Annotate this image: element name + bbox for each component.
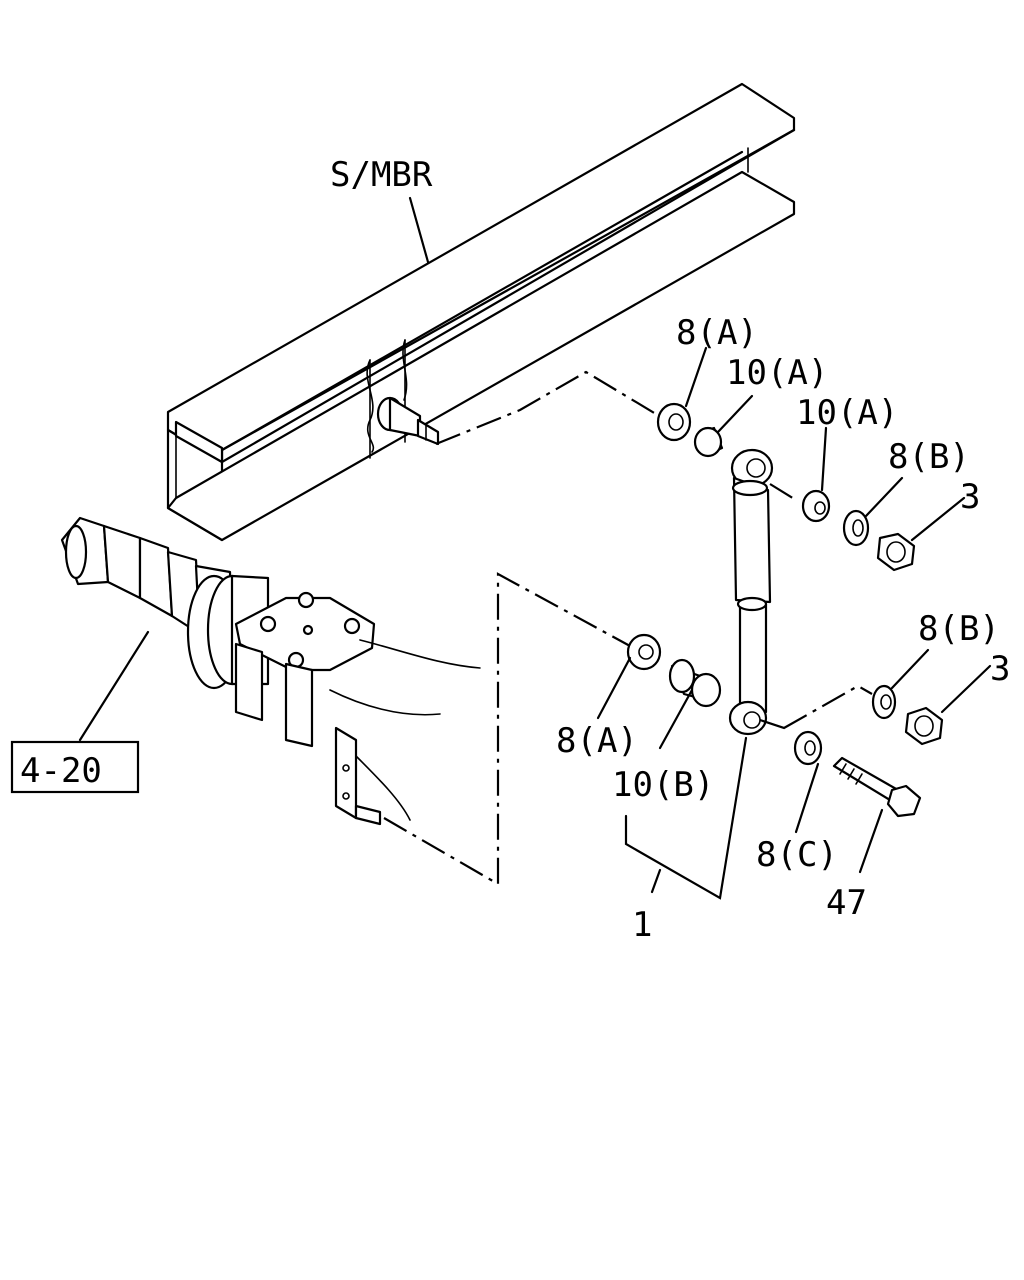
nut-3-lower xyxy=(904,706,944,746)
label-washer-8c: 8(C) xyxy=(756,835,838,875)
side-member-rail xyxy=(166,82,796,542)
reference-box-4-20: 4-20 xyxy=(10,740,140,794)
label-shock-absorber: 1 xyxy=(632,905,652,945)
label-bushing-10b: 10(B) xyxy=(612,765,714,805)
bushing-10b xyxy=(668,658,722,708)
washer-8b-lower xyxy=(871,684,897,720)
label-nut-3-upper: 3 xyxy=(960,477,980,517)
nut-3-upper xyxy=(876,532,916,572)
bushing-10a-right xyxy=(801,489,831,523)
washer-8c xyxy=(793,730,823,766)
washer-8a-upper xyxy=(656,402,692,442)
bolt-47 xyxy=(832,756,922,818)
label-washer-8a-upper: 8(A) xyxy=(676,313,758,353)
leader-lines xyxy=(78,196,992,900)
washer-8b-upper xyxy=(842,509,870,547)
label-washer-8b-upper: 8(B) xyxy=(888,437,970,477)
label-bolt-47: 47 xyxy=(826,883,867,923)
label-bushing-10a-right: 10(A) xyxy=(796,393,898,433)
label-reference-page: 4-20 xyxy=(20,751,102,791)
label-washer-8b-lower: 8(B) xyxy=(918,609,1000,649)
label-side-member: S/MBR xyxy=(330,155,433,195)
shock-absorber xyxy=(728,448,774,736)
assembly-center-lines xyxy=(383,370,873,886)
rear-axle-assembly xyxy=(60,516,481,826)
label-bushing-10a-left: 10(A) xyxy=(726,353,828,393)
label-washer-8a-lower: 8(A) xyxy=(556,721,638,761)
washer-8a-lower xyxy=(626,633,662,671)
label-nut-3-lower: 3 xyxy=(990,649,1010,689)
bushing-10a-left xyxy=(693,426,724,458)
